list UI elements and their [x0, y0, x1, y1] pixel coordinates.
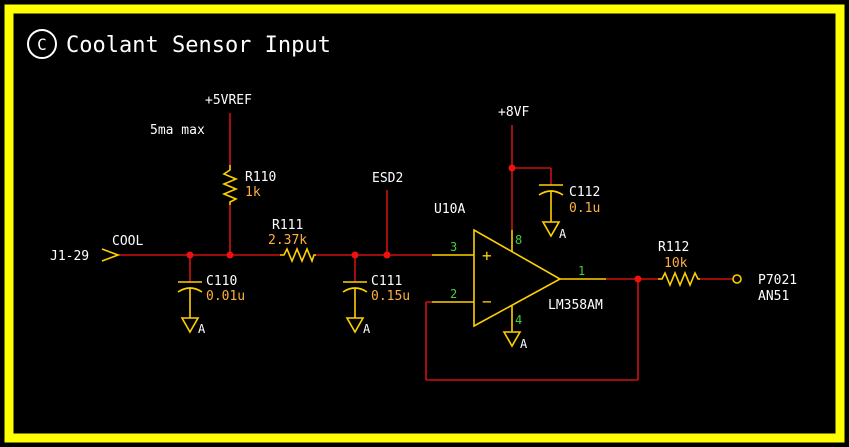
junction-dot [508, 164, 516, 172]
c110-capacitor [177, 281, 203, 334]
u10a-opamp [432, 228, 606, 348]
opamp-minus-sign: − [482, 292, 492, 311]
esd-label: ESD2 [372, 171, 403, 186]
vref-label: +5VREF [205, 93, 252, 108]
junction-dot [383, 251, 391, 259]
u10a-part: LM358AM [548, 298, 603, 313]
c111-value: 0.15u [371, 289, 410, 304]
wires [118, 113, 733, 381]
pin-gnd: 4 [515, 313, 522, 327]
c110-value: 0.01u [206, 289, 245, 304]
junction-dot [634, 275, 642, 283]
ground-symbol-u10a [502, 331, 522, 348]
input-connector-label: J1-29 [50, 249, 89, 264]
output-connector-symbol [732, 274, 742, 284]
schematic-border [4, 4, 845, 443]
ground-label: A [559, 227, 567, 241]
r110-resistor [221, 165, 239, 205]
junction-dot [186, 251, 194, 259]
r112-ref: R112 [658, 240, 689, 255]
vref-note: 5ma max [150, 123, 205, 138]
copyright-badge: C [37, 35, 47, 54]
ground-symbol-c110 [180, 317, 200, 334]
c111-ref: C111 [371, 274, 402, 289]
c112-value: 0.1u [569, 201, 600, 216]
r111-value: 2.37k [268, 233, 307, 248]
title-block: C Coolant Sensor Input [27, 29, 331, 59]
input-connector-symbol [101, 248, 121, 262]
r110-ref: R110 [245, 170, 276, 185]
r111-ref: R111 [272, 218, 303, 233]
c112-capacitor [538, 184, 564, 238]
r112-value: 10k [664, 256, 688, 271]
junction-dot [226, 251, 234, 259]
ground-symbol-c112 [541, 221, 561, 238]
c111-capacitor [342, 281, 368, 334]
c112-ref: C112 [569, 185, 600, 200]
u10a-ref: U10A [434, 202, 465, 217]
output-pin-label: P7021 [758, 273, 797, 288]
r110-value: 1k [245, 185, 261, 200]
junction-dot [351, 251, 359, 259]
ground-label: A [198, 322, 206, 336]
pin-in-plus: 3 [450, 240, 457, 254]
copyright-circle [27, 29, 57, 59]
ground-label: A [363, 322, 371, 336]
page-title: Coolant Sensor Input [66, 33, 331, 58]
pin-in-minus: 2 [450, 287, 457, 301]
output-net-label: AN51 [758, 289, 789, 304]
ground-symbol-c111 [345, 317, 365, 334]
input-net-label: COOL [112, 234, 143, 249]
supply-label: +8VF [498, 105, 529, 120]
opamp-plus-sign: + [482, 246, 492, 265]
r111-resistor [280, 246, 316, 264]
junctions [186, 164, 642, 283]
labels: +5VREF 5ma max +8VF ESD2 J1-29 COOL P702… [50, 93, 797, 351]
pin-vcc: 8 [515, 233, 522, 247]
pin-out: 1 [578, 264, 585, 278]
c110-ref: C110 [206, 274, 237, 289]
ground-label: A [520, 337, 528, 351]
r112-resistor [658, 270, 700, 288]
